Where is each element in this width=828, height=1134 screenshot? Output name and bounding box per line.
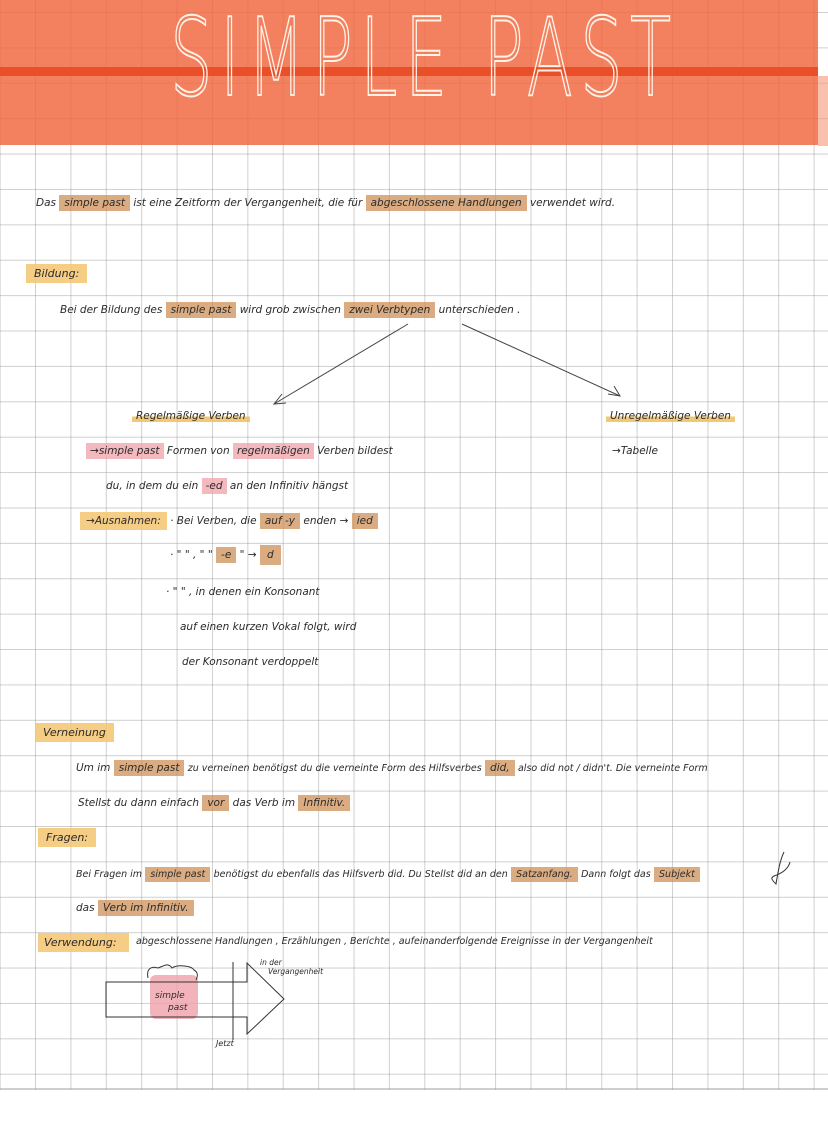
exceptions-line-1: →Ausnahmen: · Bei Verben, die auf -y end… xyxy=(80,512,378,530)
highlight-zwei-verbtypen: zwei Verbtypen xyxy=(344,302,436,318)
verneinung-line-2: Stellst du dann einfach vor das Verb im … xyxy=(78,795,351,811)
bildung-text-3: unterschieden . xyxy=(438,304,521,316)
exceptions-line-5: der Konsonant verdoppelt xyxy=(182,656,319,668)
intro-text-3: verwendet wird. xyxy=(529,197,616,209)
regular-line-2: du, in dem du ein -ed an den Infinitiv h… xyxy=(106,478,348,494)
highlight-simple-past: simple past xyxy=(145,867,211,882)
heading-bildung: Bildung: xyxy=(26,264,88,283)
simple-past-label-1: simple xyxy=(155,991,185,1001)
verneinung-text: Um im xyxy=(76,762,111,774)
arrow-right-line xyxy=(461,323,621,397)
exceptions-line-3: · " " , in denen ein Konsonant xyxy=(166,586,320,598)
verneinung-text: Stellst du dann einfach xyxy=(78,797,199,809)
intro-text-1: Das xyxy=(36,197,56,209)
irregular-tabelle: →Tabelle xyxy=(612,445,658,457)
highlight-e: -e xyxy=(216,547,237,563)
highlight-auf-y: auf -y xyxy=(259,513,301,529)
heading-verwendung: Verwendung: xyxy=(38,933,129,952)
timeline-arrow xyxy=(105,961,285,1036)
highlight-verb-im-infinitiv: Verb im Infinitiv. xyxy=(97,900,194,916)
exception-text: · Bei Verben, die xyxy=(170,515,257,527)
highlight-regelmaessigen: regelmäßigen xyxy=(232,443,314,459)
arrow-right-head xyxy=(607,385,621,397)
exception-text: · " " , " " xyxy=(170,549,213,561)
bildung-text-2: wird grob zwischen xyxy=(239,304,341,316)
bildung-sentence: Bei der Bildung des simple past wird gro… xyxy=(60,302,521,318)
highlight-abgeschlossene-handlungen: abgeschlossene Handlungen xyxy=(365,195,527,211)
regular-verbs-heading: Regelmäßige Verben xyxy=(132,408,250,424)
regular-text: Verben bildest xyxy=(317,445,393,457)
exception-text: enden → xyxy=(303,515,349,527)
verwendung-text: abgeschlossene Handlungen , Erzählungen … xyxy=(136,936,653,947)
highlight-ied: ied xyxy=(351,513,378,529)
highlight-simple-past: simple past xyxy=(165,302,237,318)
arrow-label-1: in der xyxy=(260,958,282,967)
simple-past-text: simple past xyxy=(98,445,160,457)
heading-verneinung: Verneinung xyxy=(35,723,114,742)
highlight-simple-past: simple past xyxy=(59,195,131,211)
fragen-text: Bei Fragen im xyxy=(76,869,143,880)
heading-fragen: Fragen: xyxy=(38,828,97,847)
simple-past-label-2: past xyxy=(168,1003,188,1013)
highlight-satzanfang: Satzanfang. xyxy=(511,867,578,882)
irregular-verbs-label: Unregelmäßige Verben xyxy=(606,410,735,422)
regular-verbs-label: Regelmäßige Verben xyxy=(132,410,250,422)
regular-text: Formen von xyxy=(166,445,230,457)
arrow-label-2: Vergangenheit xyxy=(268,967,324,976)
fragen-text: Dann folgt das xyxy=(581,869,651,880)
highlight-infinitiv: Infinitiv. xyxy=(298,795,351,811)
regular-line-1: →simple past Formen von regelmäßigen Ver… xyxy=(86,443,393,459)
highlight-vor: vor xyxy=(202,795,230,811)
now-label: Jetzt xyxy=(216,1039,234,1048)
verneinung-line-1: Um im simple past zu verneinen benötigst… xyxy=(76,760,708,777)
fragen-text: benötigst du ebenfalls das Hilfsverb did… xyxy=(213,869,508,880)
highlight-did: did, xyxy=(485,760,515,776)
exceptions-line-4: auf einen kurzen Vokal folgt, wird xyxy=(180,621,357,633)
highlight-d: d xyxy=(259,545,281,565)
irregular-verbs-heading: Unregelmäßige Verben xyxy=(606,408,735,424)
banner-stripe xyxy=(0,67,818,76)
banner-edge xyxy=(818,76,828,146)
exceptions-line-2: · " " , " " -e " → d xyxy=(170,545,281,565)
arrow-left-head xyxy=(272,393,287,405)
intro-sentence: Das simple past ist eine Zeitform der Ve… xyxy=(36,195,615,211)
fragen-line-2: das Verb im Infinitiv. xyxy=(76,900,194,916)
exceptions-label: →Ausnahmen: xyxy=(80,512,167,530)
bildung-text-1: Bei der Bildung des xyxy=(60,304,163,316)
arrow-left-line xyxy=(273,323,409,405)
exception-text: " → xyxy=(239,549,257,561)
exceptions-text: Ausnahmen: xyxy=(94,515,161,527)
highlight-subjekt: Subjekt xyxy=(654,867,700,882)
highlight-simple-past-pink: →simple past xyxy=(86,443,164,459)
intro-text-2: ist eine Zeitform der Vergangenheit, die… xyxy=(133,197,363,209)
highlight-simple-past: simple past xyxy=(113,760,185,776)
highlight-ed: -ed xyxy=(201,478,227,494)
verneinung-text: zu verneinen benötigst du die verneinte … xyxy=(187,763,482,774)
verneinung-text: also did not / didn't. Die verneinte For… xyxy=(517,763,708,774)
regular-text: du, in dem du ein xyxy=(106,480,199,492)
regular-text: an den Infinitiv hängst xyxy=(229,480,349,492)
grid-bottom-border xyxy=(0,1088,828,1090)
curl-mark-icon xyxy=(771,851,791,886)
brace-icon xyxy=(147,964,198,981)
fragen-text: das xyxy=(76,902,95,914)
verneinung-text: das Verb im xyxy=(232,797,296,809)
fragen-line-1: Bei Fragen im simple past benötigst du e… xyxy=(76,866,700,883)
